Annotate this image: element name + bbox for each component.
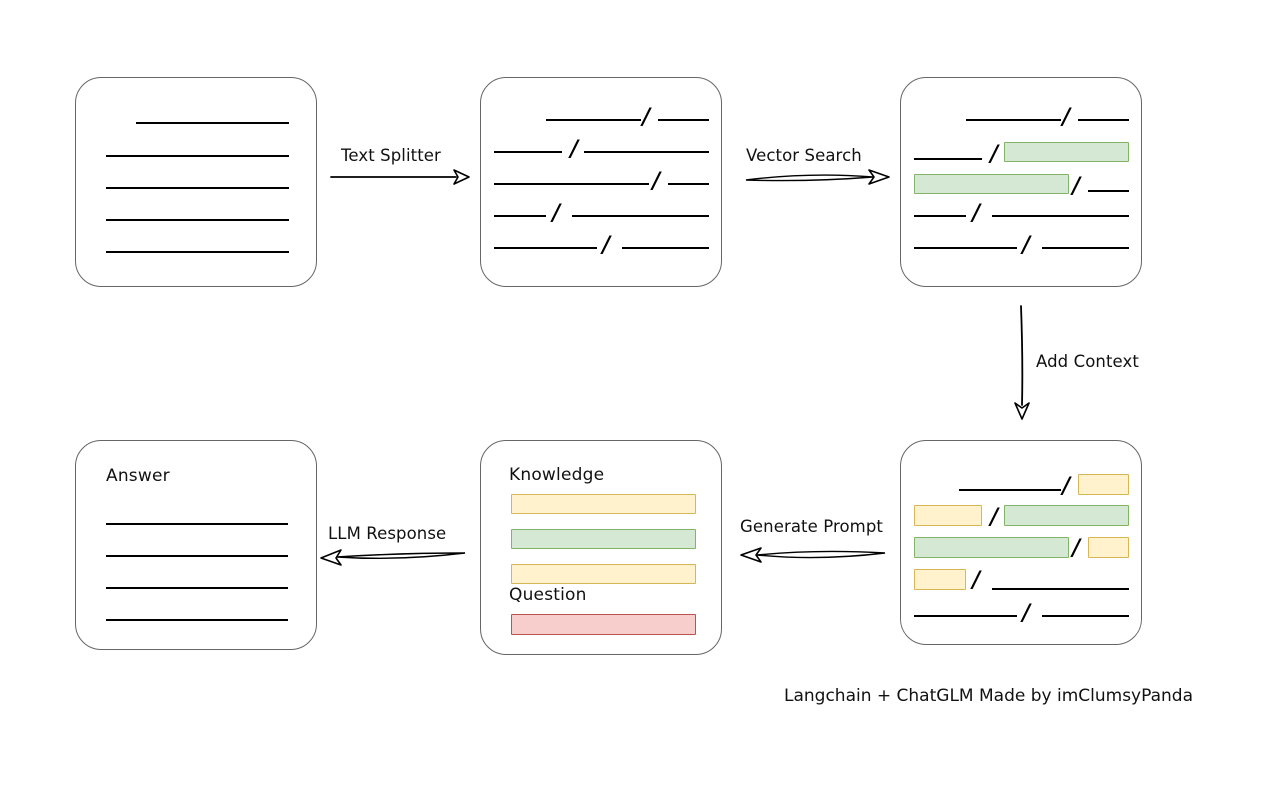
- chunk-line: [914, 247, 1017, 249]
- question-chip-red: [511, 614, 696, 635]
- edge-label-add-context: Add Context: [1036, 352, 1139, 371]
- knowledge-label: Knowledge: [509, 465, 605, 485]
- chunk-slash: /: [1022, 600, 1031, 626]
- matched-chunk-green: [1004, 505, 1129, 526]
- answer-line: [106, 619, 288, 621]
- chunk-line: [959, 489, 1061, 491]
- chunk-slash: /: [652, 168, 661, 194]
- node-vector-search-result[interactable]: / / / / /: [900, 77, 1142, 287]
- context-chunk-yellow: [914, 505, 982, 526]
- chunk-slash: /: [1072, 535, 1081, 561]
- chunk-line: [992, 215, 1129, 217]
- chunk-line: [494, 151, 562, 153]
- chunk-slash: /: [972, 200, 981, 226]
- node-prompt[interactable]: Knowledge Question: [480, 440, 722, 655]
- edge-label-llm-response: LLM Response: [328, 524, 447, 543]
- matched-chunk-green: [914, 537, 1069, 558]
- chunk-slash: /: [990, 504, 999, 530]
- edge-label-text-splitter: Text Splitter: [341, 146, 441, 165]
- chunk-line: [992, 588, 1129, 590]
- chunk-line: [494, 215, 546, 217]
- chunk-line: [572, 215, 709, 217]
- chunk-line: [668, 183, 709, 185]
- chunk-line: [546, 119, 641, 121]
- answer-line: [106, 555, 288, 557]
- chunk-line: [584, 151, 709, 153]
- document-line: [106, 251, 289, 253]
- chunk-line: [914, 215, 966, 217]
- arrow-vector-search: [745, 169, 890, 185]
- knowledge-chip-green: [511, 529, 696, 549]
- chunk-slash: /: [1062, 473, 1071, 499]
- chunk-line: [1078, 119, 1129, 121]
- answer-line: [106, 587, 288, 589]
- document-line: [106, 219, 289, 221]
- node-split-document[interactable]: / / / / /: [480, 77, 722, 287]
- chunk-line: [622, 247, 709, 249]
- knowledge-chip-yellow: [511, 564, 696, 584]
- node-context-document[interactable]: / / / / /: [900, 440, 1142, 645]
- chunk-line: [1042, 247, 1129, 249]
- chunk-slash: /: [552, 200, 561, 226]
- context-chunk-yellow: [1088, 537, 1129, 558]
- edge-label-vector-search: Vector Search: [746, 146, 862, 165]
- chunk-line: [966, 119, 1061, 121]
- chunk-line: [914, 615, 1017, 617]
- chunk-slash: /: [602, 232, 611, 258]
- chunk-line: [914, 158, 982, 160]
- document-line: [106, 155, 289, 157]
- chunk-slash: /: [972, 567, 981, 593]
- answer-label: Answer: [106, 466, 170, 486]
- knowledge-chip-yellow: [511, 494, 696, 514]
- arrow-llm-response: [320, 549, 466, 566]
- node-source-document[interactable]: [75, 77, 317, 287]
- edge-label-generate-prompt: Generate Prompt: [740, 517, 883, 536]
- context-chunk-yellow: [1078, 474, 1129, 495]
- chunk-slash: /: [990, 141, 999, 167]
- document-line: [106, 187, 289, 189]
- diagram-caption: Langchain + ChatGLM Made by imClumsyPand…: [784, 686, 1193, 706]
- chunk-line: [494, 183, 649, 185]
- chunk-line: [1088, 190, 1129, 192]
- matched-chunk-green: [914, 174, 1069, 194]
- chunk-line: [658, 119, 709, 121]
- chunk-slash: /: [642, 104, 651, 130]
- node-answer[interactable]: Answer: [75, 440, 317, 650]
- question-label: Question: [509, 585, 587, 605]
- answer-line: [106, 523, 288, 525]
- chunk-line: [1042, 615, 1129, 617]
- arrow-generate-prompt: [740, 547, 886, 563]
- context-chunk-yellow: [914, 569, 966, 590]
- arrow-add-context: [1014, 305, 1030, 420]
- arrow-text-splitter: [330, 169, 470, 185]
- matched-chunk-green: [1004, 142, 1129, 162]
- chunk-slash: /: [1022, 232, 1031, 258]
- chunk-line: [494, 247, 597, 249]
- chunk-slash: /: [1062, 104, 1071, 130]
- chunk-slash: /: [570, 136, 579, 162]
- document-line: [136, 122, 289, 124]
- chunk-slash: /: [1072, 173, 1081, 199]
